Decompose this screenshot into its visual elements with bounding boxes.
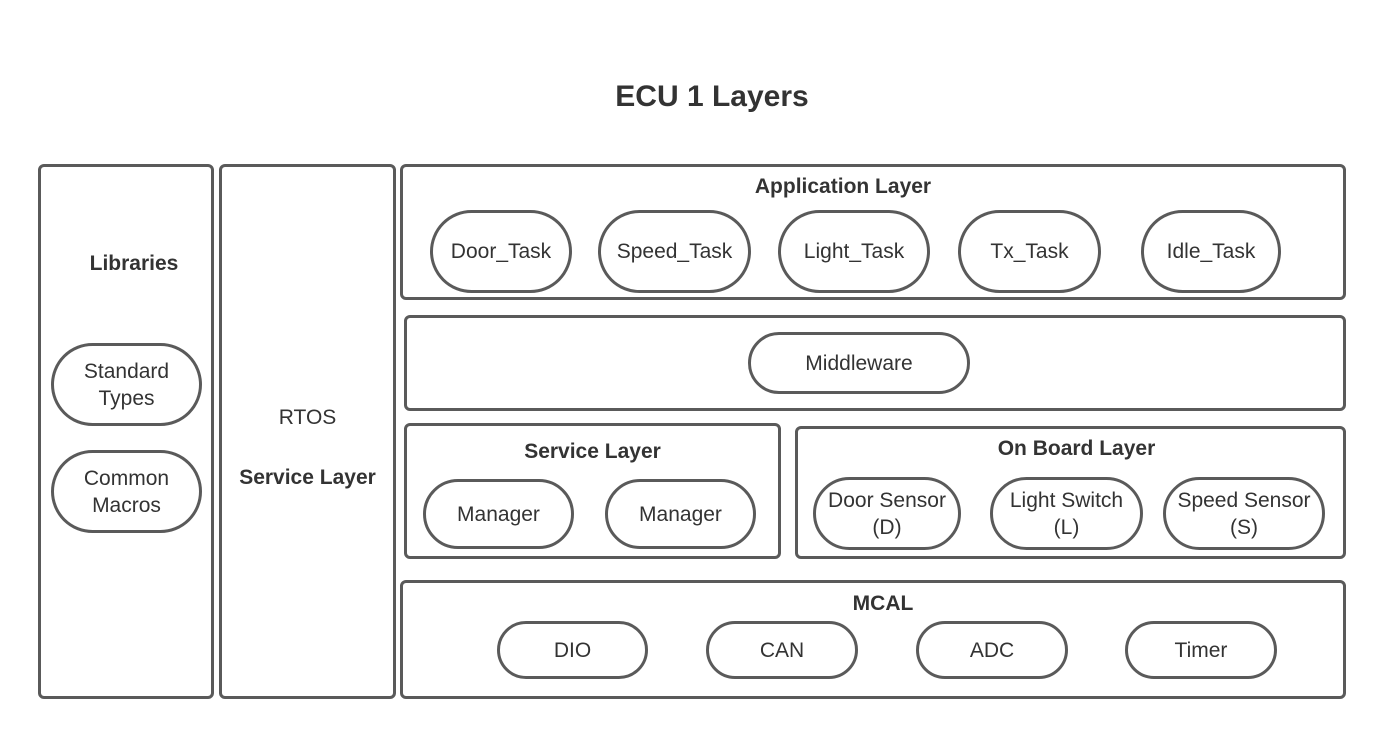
mcal-dio: DIO (497, 621, 648, 679)
middleware-pill: Middleware (748, 332, 970, 394)
rtos-service-layer-label: Service Layer (239, 466, 376, 489)
mcal-title: MCAL (852, 592, 914, 615)
mcal-adc: ADC (916, 621, 1068, 679)
libraries-title: Libraries (89, 252, 179, 275)
service-manager-1: Manager (423, 479, 574, 549)
task-speed: Speed_Task (598, 210, 751, 293)
task-tx: Tx_Task (958, 210, 1101, 293)
libraries-panel (38, 164, 214, 699)
service-layer-title: Service Layer (524, 440, 661, 463)
task-door: Door_Task (430, 210, 572, 293)
on-board-door-sensor: Door Sensor(D) (813, 477, 961, 550)
rtos-panel (219, 164, 396, 699)
mcal-timer: Timer (1125, 621, 1277, 679)
on-board-speed-sensor: Speed Sensor(S) (1163, 477, 1325, 550)
mcal-can: CAN (706, 621, 858, 679)
on-board-light-switch: Light Switch(L) (990, 477, 1143, 550)
on-board-layer-title: On Board Layer (997, 437, 1156, 460)
service-manager-2: Manager (605, 479, 756, 549)
task-idle: Idle_Task (1141, 210, 1281, 293)
task-light: Light_Task (778, 210, 930, 293)
application-layer-title: Application Layer (754, 175, 932, 198)
rtos-label: RTOS (278, 406, 337, 429)
diagram-title: ECU 1 Layers (615, 80, 809, 113)
